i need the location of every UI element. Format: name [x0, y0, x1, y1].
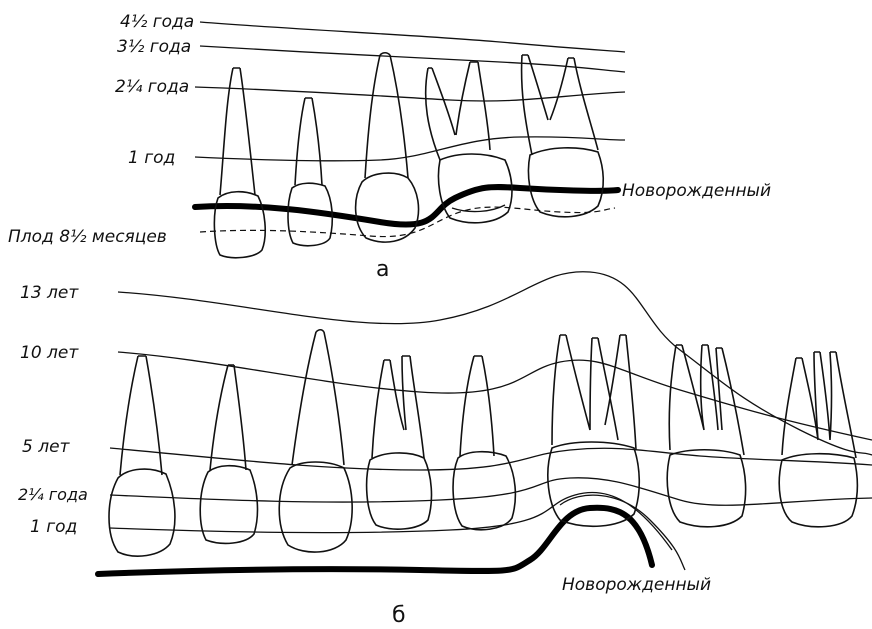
age-labels-b: 13 лет 10 лет 5 лет 2¼ года 1 год Новоро… [18, 283, 711, 595]
panel-a: 4½ года 3½ года 2¼ года 1 год Новорожден… [8, 12, 771, 282]
tooth-b-premolar-1 [367, 356, 432, 529]
label-a-1y: 1 год [128, 148, 175, 168]
age-line-a-3-5y [200, 46, 625, 72]
label-a-fetus: Плод 8½ месяцев [8, 227, 167, 247]
age-line-b-newborn [98, 508, 652, 574]
label-b-5y: 5 лет [22, 437, 71, 457]
panel-a-label: а [376, 257, 389, 282]
label-b-1y: 1 год [30, 517, 77, 537]
tooth-b-incisor-1 [109, 356, 175, 556]
age-line-b-1y-arc [560, 495, 685, 570]
label-a-3-5y: 3½ года [117, 37, 191, 57]
panel-b-label: б [392, 603, 406, 628]
age-labels-a: 4½ года 3½ года 2¼ года 1 год Новорожден… [8, 12, 771, 247]
tooth-b-molar-1 [548, 335, 639, 526]
label-a-2-25y: 2¼ года [115, 77, 189, 97]
label-b-10y: 10 лет [20, 343, 79, 363]
tooth-b-canine [279, 330, 352, 552]
tooth-a-canine [356, 53, 419, 242]
label-b-13y: 13 лет [20, 283, 79, 303]
label-a-4-5y: 4½ года [120, 12, 194, 32]
label-b-2-25y: 2¼ года [18, 485, 88, 504]
label-a-newborn: Новорожденный [622, 181, 771, 201]
tooth-a-incisor-1 [214, 68, 265, 258]
label-b-newborn: Новорожденный [562, 575, 711, 595]
tooth-a-incisor-2 [288, 98, 332, 246]
age-line-b-2-25y [110, 478, 872, 505]
age-line-b-13y [118, 272, 872, 455]
tooth-b-incisor-2 [200, 365, 257, 543]
panel-b: 13 лет 10 лет 5 лет 2¼ года 1 год Новоро… [18, 272, 872, 628]
age-line-a-4-5y [200, 22, 625, 52]
teeth-b [109, 330, 858, 556]
tooth-b-premolar-2 [453, 356, 515, 530]
age-line-a-newborn [195, 187, 618, 225]
